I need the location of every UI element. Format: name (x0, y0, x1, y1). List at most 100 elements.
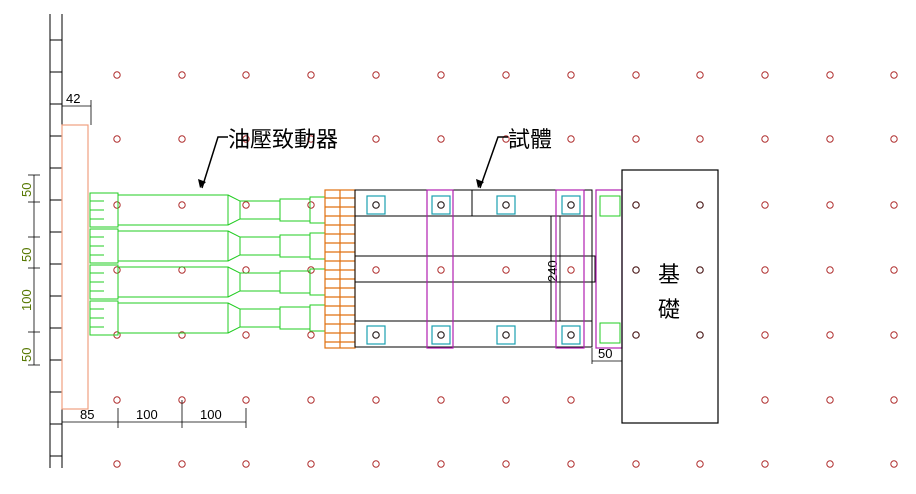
actuator-head (309, 304, 326, 332)
actuator-coupler (279, 306, 311, 330)
actuator-coupler (279, 270, 311, 294)
anchor-hole (437, 135, 445, 143)
foundation-anchor-hole (696, 266, 704, 274)
dim-gap-right: 50 (598, 346, 612, 361)
specimen-leader (479, 136, 508, 189)
actuator-cylinder (117, 230, 229, 262)
actuator-unit (89, 192, 326, 228)
anchor-hole (178, 71, 186, 79)
bolt-box (496, 195, 516, 215)
anchor-hole (437, 460, 445, 468)
anchor-hole (826, 460, 834, 468)
anchor-hole-grid (113, 71, 898, 468)
dim-vert-4: 50 (19, 348, 34, 362)
bolt (502, 331, 510, 339)
anchor-hole (632, 460, 640, 468)
bolt-box (366, 195, 386, 215)
bolt-box (366, 325, 386, 345)
actuator-cylinder (117, 302, 229, 334)
bolt (437, 331, 445, 339)
anchor-hole (242, 201, 250, 209)
dim-vert-1: 50 (19, 183, 34, 197)
foundation-anchor-hole (632, 201, 640, 209)
anchor-hole (307, 201, 315, 209)
bolt (437, 201, 445, 209)
actuator-unit (89, 300, 326, 336)
anchor-hole (242, 396, 250, 404)
bolt-box (561, 325, 581, 345)
anchor-hole (761, 201, 769, 209)
anchor-hole (437, 266, 445, 274)
dim-vert-2: 50 (19, 248, 34, 262)
anchor-hole (567, 266, 575, 274)
actuator-coupler (279, 198, 311, 222)
anchor-hole (761, 71, 769, 79)
anchor-hole (890, 135, 898, 143)
actuator-label: 油壓致動器 (228, 128, 338, 153)
anchor-hole (826, 266, 834, 274)
actuator-rod (239, 308, 281, 328)
bolt-box (561, 195, 581, 215)
anchor-hole (113, 396, 121, 404)
anchor-hole (761, 460, 769, 468)
reaction-wall-plate (61, 124, 89, 410)
bolt-box (496, 325, 516, 345)
actuator-head (309, 232, 326, 260)
actuator-unit (89, 228, 326, 264)
actuator-coupler (279, 234, 311, 258)
anchor-hole (761, 135, 769, 143)
actuator-cylinder (117, 266, 229, 298)
anchor-hole (761, 266, 769, 274)
anchor-hole (567, 71, 575, 79)
anchor-hole (178, 331, 186, 339)
anchor-hole (437, 396, 445, 404)
anchor-hole (178, 135, 186, 143)
anchor-hole (437, 71, 445, 79)
actuator-cylinder (117, 194, 229, 226)
foundation-connectors (599, 195, 621, 344)
actuator-taper (227, 194, 241, 226)
anchor-hole (826, 135, 834, 143)
anchor-hole (113, 460, 121, 468)
foundation-anchor-hole (632, 331, 640, 339)
anchor-hole (113, 266, 121, 274)
anchor-hole (502, 135, 510, 143)
anchor-hole (502, 71, 510, 79)
hydraulic-actuators (89, 192, 326, 336)
foundation-anchor-hole (696, 331, 704, 339)
anchor-hole (307, 266, 315, 274)
anchor-hole (372, 266, 380, 274)
clamps (426, 189, 623, 349)
gap-dimension (591, 348, 622, 364)
foundation-block (621, 169, 719, 424)
anchor-hole (567, 396, 575, 404)
anchor-hole (826, 201, 834, 209)
foundation-label-line2: 礎 (658, 298, 680, 323)
anchor-hole (113, 201, 121, 209)
bolt-box (431, 325, 451, 345)
dim-specimen-depth: 240 (545, 260, 560, 282)
dim-bottom-mid2: 100 (200, 407, 222, 422)
anchor-hole (307, 71, 315, 79)
anchor-hole (307, 460, 315, 468)
anchor-hole (826, 396, 834, 404)
bottom-dimension-chain (62, 400, 247, 428)
anchor-hole (242, 71, 250, 79)
actuator-rod (239, 272, 281, 292)
anchor-hole (242, 266, 250, 274)
anchor-hole (307, 135, 315, 143)
dim-top-offset: 42 (66, 91, 80, 106)
foundation-label-line1: 基 (658, 263, 680, 288)
anchor-hole (761, 396, 769, 404)
dim-bottom-left: 85 (80, 407, 94, 422)
anchor-hole (178, 460, 186, 468)
anchor-hole (696, 71, 704, 79)
actuator-leader-arrow (198, 179, 206, 188)
anchor-hole (761, 331, 769, 339)
specimen-label: 試體 (508, 128, 552, 153)
anchor-hole (890, 396, 898, 404)
anchor-hole (242, 331, 250, 339)
actuator-leader (201, 136, 228, 189)
anchor-hole (372, 71, 380, 79)
